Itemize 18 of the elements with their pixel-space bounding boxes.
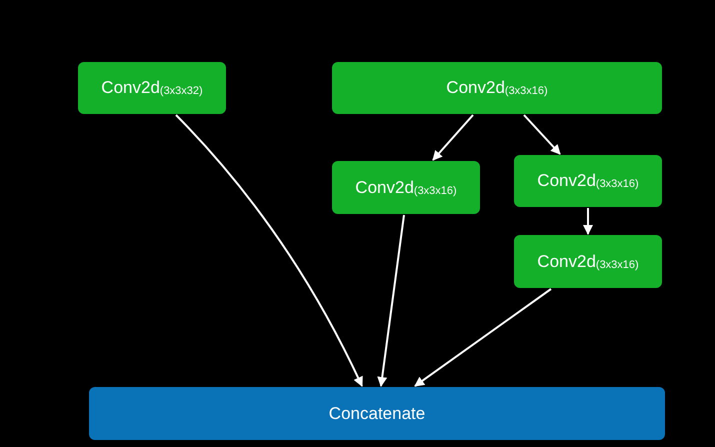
arrow — [432, 114, 474, 161]
arrow — [414, 288, 552, 387]
node-label: Conv2d$_{(3x3x16)}$ — [537, 252, 639, 272]
layer-box — [332, 161, 480, 214]
node-label: Conv2d$_{(3x3x16)}$ — [446, 78, 548, 98]
node-label: Concatenate — [328, 404, 426, 424]
layer-box — [514, 235, 662, 288]
node-label: Conv2d$_{(3x3x32)}$ — [101, 78, 203, 98]
layer-box — [332, 62, 662, 114]
arrow — [583, 208, 593, 235]
node-label: Conv2d$_{(3x3x16)}$ — [355, 178, 457, 198]
arrow — [175, 114, 363, 387]
layer-box — [514, 155, 662, 207]
layer-box — [78, 62, 226, 114]
arrow — [523, 114, 561, 155]
output-box — [89, 387, 665, 440]
node-label: Conv2d$_{(3x3x16)}$ — [537, 171, 639, 191]
arrow — [377, 214, 405, 387]
